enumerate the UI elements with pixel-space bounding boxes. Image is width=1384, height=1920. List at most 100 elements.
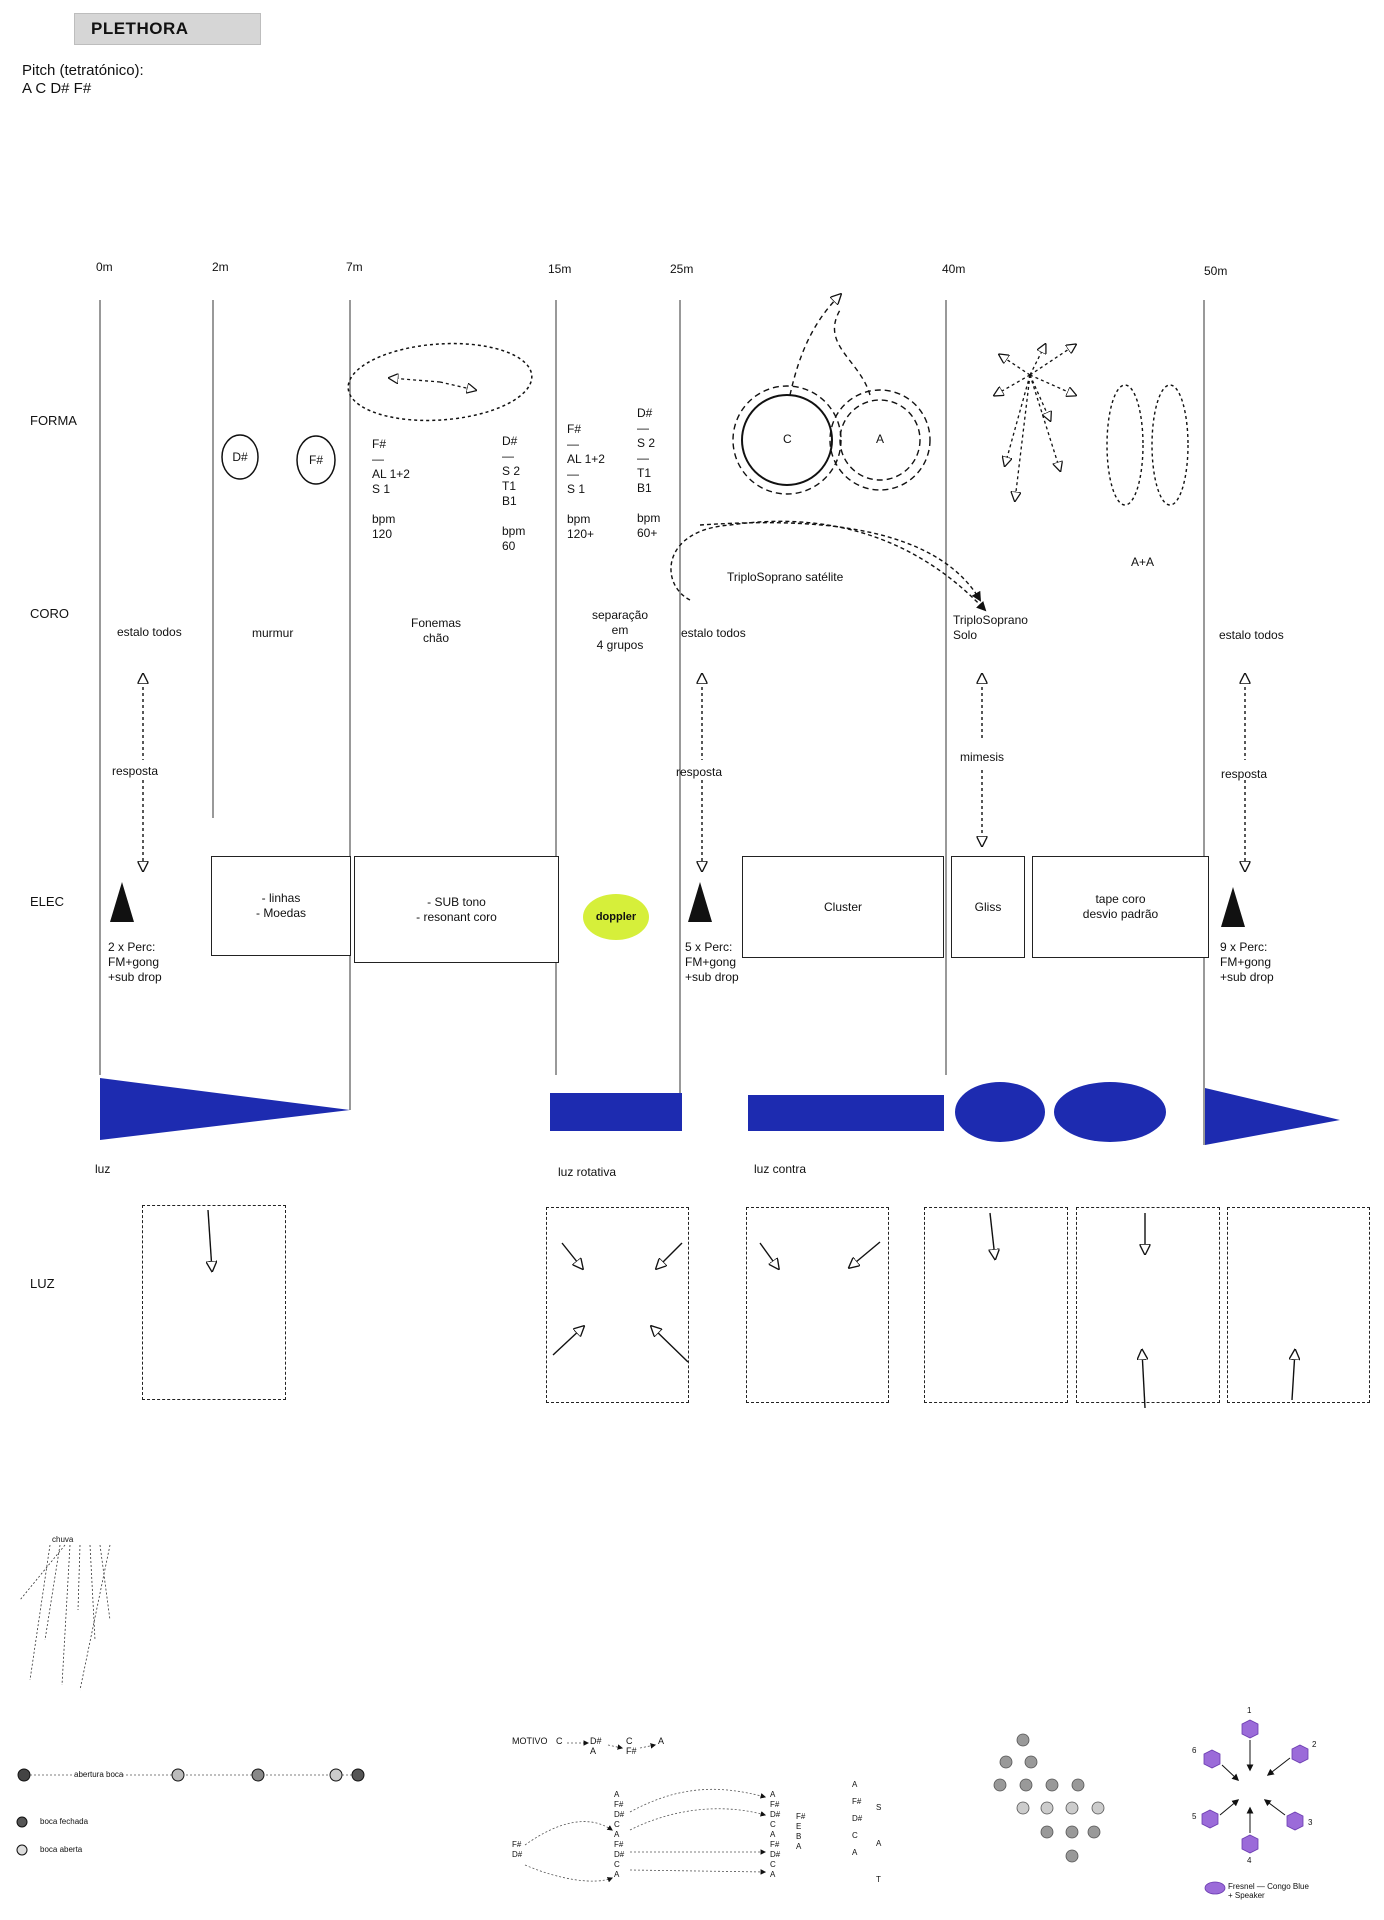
luz-contra-label: luz contra <box>754 1162 807 1176</box>
elec-box-linhas: - linhas- Moedas <box>211 856 351 956</box>
luz-box-2 <box>546 1207 689 1403</box>
luz-box-1 <box>142 1205 286 1400</box>
forma-dotted-loop <box>347 342 533 422</box>
elec-perc-1: 2 x Perc:FM+gong+sub drop <box>108 940 162 984</box>
page-title: PLETHORA <box>74 13 261 45</box>
pitch-notes: A C D# F# <box>22 80 92 97</box>
time-marker-15m: 15m <box>548 262 572 276</box>
elec-perc-3: 9 x Perc:FM+gong+sub drop <box>1220 940 1274 984</box>
elec-perc-2: 5 x Perc:FM+gong+sub drop <box>685 940 739 984</box>
boca-fechada-label: boca fechada <box>40 1817 89 1826</box>
note-column-left: F#D# <box>512 1840 523 1859</box>
lane-luz: LUZ <box>30 1276 55 1291</box>
forma-circle-a <box>839 399 921 481</box>
luz-box-4 <box>924 1207 1068 1403</box>
time-marker-0m: 0m <box>96 260 113 274</box>
elec-perc-triangle-3 <box>1221 887 1245 927</box>
coro-resposta-3: resposta <box>1221 767 1268 781</box>
speaker-num-2: 2 <box>1312 1740 1317 1749</box>
grey-dot-grid <box>993 1733 1105 1863</box>
luz-arrows <box>208 1209 1295 1409</box>
forma-dsharp-label: D# <box>232 450 248 464</box>
forma-circle-fsharp <box>296 435 336 485</box>
coro-murmur: murmur <box>252 626 294 640</box>
satellite-label: TriploSoprano satélite <box>727 570 844 584</box>
elec-box-cluster: Cluster <box>742 856 944 958</box>
coro-estalo-2: estalo todos <box>681 626 746 640</box>
forma-loop-a1 <box>1106 384 1144 506</box>
forma-circle-c <box>741 394 833 486</box>
speaker-num-3: 3 <box>1308 1818 1313 1827</box>
speaker-num-5: 5 <box>1192 1812 1197 1821</box>
motivo-note-1: C <box>556 1736 563 1746</box>
time-marker-50m: 50m <box>1204 264 1228 278</box>
motivo-note-5: F# <box>626 1746 637 1756</box>
speaker-num-6: 6 <box>1192 1746 1197 1755</box>
luz-label: luz <box>95 1162 111 1176</box>
speaker-num-4: 4 <box>1247 1856 1252 1865</box>
chuva-sketch <box>19 1544 111 1691</box>
motivo-note-4: C <box>626 1736 633 1746</box>
luz-box-5 <box>1076 1207 1220 1403</box>
coro-estalo-1: estalo todos <box>117 625 182 639</box>
lane-elec: ELEC <box>30 894 64 909</box>
motivo-label: MOTIVO <box>512 1736 548 1746</box>
coro-estalo-3: estalo todos <box>1219 628 1284 642</box>
coro-mimesis: mimesis <box>960 750 1004 764</box>
forma-loop-a2 <box>1151 384 1189 506</box>
elec-doppler-blob <box>583 894 649 940</box>
motivo-arrows <box>524 1740 767 1883</box>
luz-box-6 <box>1227 1207 1370 1403</box>
fresnel-legend: Fresnel — Congo Blue+ Speaker <box>1228 1882 1309 1900</box>
forma-aa-label: A+A <box>1131 555 1155 569</box>
timeline-lines <box>99 300 1205 1145</box>
coro-resposta-2: resposta <box>676 765 723 779</box>
pitch-label: Pitch (tetratónico): <box>22 62 144 79</box>
satellite-path <box>670 520 987 612</box>
forma-c-label: C <box>783 432 792 446</box>
coro-resposta-arrows <box>143 675 1245 870</box>
forma-fsharp-label: F# <box>308 453 323 467</box>
forma-a-label: A <box>876 432 885 446</box>
time-marker-25m: 25m <box>670 262 694 276</box>
elec-doppler-label: doppler <box>595 911 637 923</box>
lane-coro: CORO <box>30 606 69 621</box>
luz-box-3 <box>746 1207 889 1403</box>
blue-shapes <box>100 1078 1340 1145</box>
elec-box-gliss: Gliss <box>951 856 1025 958</box>
luz-rotativa-label: luz rotativa <box>558 1165 617 1179</box>
time-marker-7m: 7m <box>346 260 363 274</box>
forma-burst-arrows <box>995 345 1075 500</box>
motivo-note-6: A <box>658 1736 665 1746</box>
boca-aberta-label: boca aberta <box>40 1845 83 1854</box>
time-marker-40m: 40m <box>942 262 966 276</box>
motivo-note-2: D# <box>590 1736 602 1746</box>
coro-resposta-1: resposta <box>112 764 159 778</box>
elec-box-sub: - SUB tono- resonant coro <box>354 856 559 963</box>
lane-forma: FORMA <box>30 413 77 428</box>
boca-aberta-dot <box>16 1844 28 1856</box>
abertura-label: abertura boca <box>74 1770 124 1779</box>
time-marker-2m: 2m <box>212 260 229 274</box>
elec-perc-triangle-2 <box>688 882 712 922</box>
forma-circle-dsharp <box>221 434 259 480</box>
speaker-num-1: 1 <box>1247 1706 1252 1715</box>
speaker-diagram <box>1201 1719 1309 1895</box>
elec-perc-triangle-1 <box>110 882 134 922</box>
boca-fechada-dot <box>16 1816 28 1828</box>
motivo-note-3: A <box>590 1746 597 1756</box>
